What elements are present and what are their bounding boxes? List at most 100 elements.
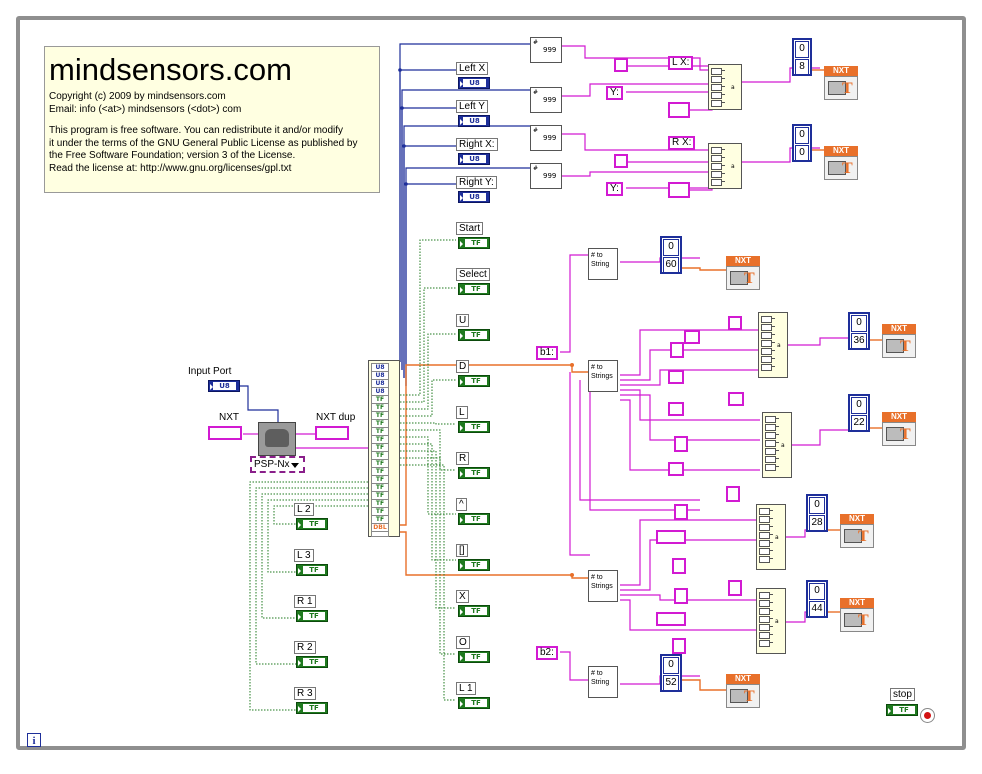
nxt-control[interactable] (208, 426, 242, 440)
concatenate-strings-node[interactable]: a (758, 312, 788, 378)
d-indicator[interactable]: TF (458, 375, 490, 387)
string-const[interactable] (728, 392, 744, 406)
b1-string-const[interactable]: b1: (536, 346, 558, 360)
nxt-dup-indicator[interactable] (315, 426, 349, 440)
string-const[interactable] (656, 530, 686, 544)
string-const[interactable] (728, 580, 742, 596)
concatenate-strings-node[interactable]: a (762, 412, 792, 478)
right-y-indicator[interactable]: U8 (458, 191, 490, 203)
loop-stop-condition-icon[interactable] (920, 708, 935, 723)
input-port-control[interactable]: U8 (208, 380, 240, 392)
right-x-indicator[interactable]: U8 (458, 153, 490, 165)
string-const[interactable] (674, 436, 688, 452)
type-label: TF (465, 515, 487, 523)
text-icon: T (900, 338, 911, 355)
concatenate-strings-node[interactable]: a (756, 588, 786, 654)
x-label: X (456, 590, 469, 603)
string-const[interactable] (672, 638, 686, 654)
o-indicator[interactable]: TF (458, 651, 490, 663)
stop-terminal[interactable]: TF (886, 704, 918, 716)
l-indicator[interactable]: TF (458, 421, 490, 433)
display-x-value: 0 (663, 239, 679, 256)
l3-indicator[interactable]: TF (296, 564, 328, 576)
left-y-label: Left Y (456, 100, 488, 113)
string-const[interactable] (668, 462, 684, 476)
x-indicator[interactable]: TF (458, 605, 490, 617)
format-number-node[interactable]: #999 (530, 37, 562, 63)
u-indicator[interactable]: TF (458, 329, 490, 341)
y1-string-const[interactable]: Y: (606, 86, 623, 100)
l2-indicator[interactable]: TF (296, 518, 328, 530)
chevron-down-icon (291, 463, 299, 468)
r3-indicator[interactable]: TF (296, 702, 328, 714)
string-const[interactable] (614, 154, 628, 168)
left-x-indicator[interactable]: U8 (458, 77, 490, 89)
string-const[interactable] (674, 504, 688, 520)
info-icon[interactable]: i (27, 733, 41, 747)
display-icon (730, 271, 748, 285)
concatenate-strings-node[interactable]: a (756, 504, 786, 570)
display-icon (730, 689, 748, 703)
format-number-node[interactable]: #999 (530, 125, 562, 151)
y2-string-const[interactable]: Y: (606, 182, 623, 196)
string-const[interactable] (668, 102, 690, 118)
b2-string-const[interactable]: b2: (536, 646, 558, 660)
select-indicator[interactable]: TF (458, 283, 490, 295)
r2-indicator[interactable]: TF (296, 656, 328, 668)
l1-indicator[interactable]: TF (458, 697, 490, 709)
rx-string-const[interactable]: R X: (668, 136, 696, 150)
string-const[interactable] (672, 558, 686, 574)
string-const[interactable] (684, 330, 700, 344)
text-icon: T (900, 426, 911, 443)
concatenate-strings-node[interactable]: a (708, 143, 742, 189)
string-const[interactable] (726, 486, 740, 502)
r1-indicator[interactable]: TF (296, 610, 328, 622)
string-const[interactable] (614, 58, 628, 72)
square-indicator[interactable]: TF (458, 559, 490, 571)
string-const[interactable] (668, 370, 684, 384)
r-label: R (456, 452, 470, 465)
triangle-indicator[interactable]: TF (458, 513, 490, 525)
type-label: TF (303, 612, 325, 620)
format-number-node[interactable]: #999 (530, 87, 562, 113)
start-indicator[interactable]: TF (458, 237, 490, 249)
string-const[interactable] (674, 588, 688, 604)
left-y-indicator[interactable]: U8 (458, 115, 490, 127)
lx-string-const[interactable]: L X: (668, 56, 694, 70)
display-icon (886, 427, 904, 441)
string-const[interactable] (656, 612, 686, 626)
string-const[interactable] (728, 316, 742, 330)
string-const[interactable] (668, 182, 690, 198)
concatenate-strings-node[interactable]: a (708, 64, 742, 110)
psp-nx-subvi-icon[interactable] (258, 422, 296, 456)
format-number-node[interactable]: #999 (530, 163, 562, 189)
type-label: TF (465, 699, 487, 707)
type-label: TF (465, 653, 487, 661)
string-const[interactable] (670, 342, 684, 358)
r-indicator[interactable]: TF (458, 467, 490, 479)
device-select[interactable]: PSP-Nx (250, 456, 305, 473)
format-output-label: 999 (543, 172, 557, 180)
string-const[interactable] (668, 402, 684, 416)
unbundle-node[interactable]: U8 U8 U8 U8 TF TF TF TF TF TF TF TF TF T… (368, 360, 400, 537)
